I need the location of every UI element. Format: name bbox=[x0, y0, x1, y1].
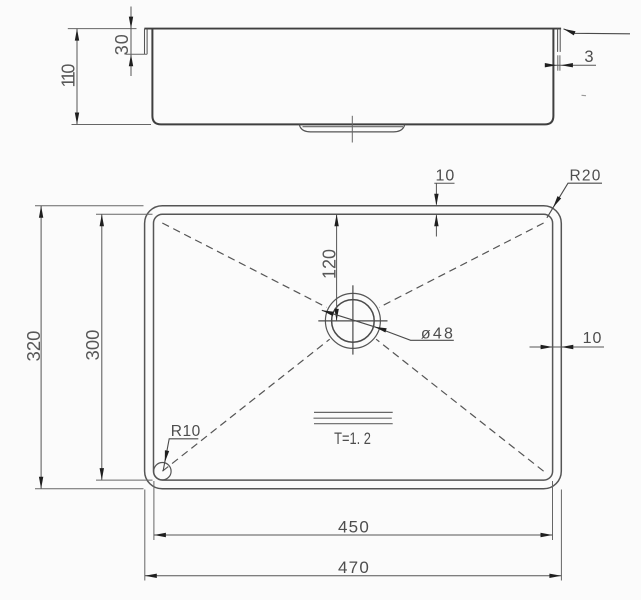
svg-text:10: 10 bbox=[436, 168, 456, 185]
svg-text:10: 10 bbox=[583, 330, 603, 347]
svg-text:120: 120 bbox=[319, 249, 339, 279]
svg-text:T=1. 2: T=1. 2 bbox=[334, 431, 371, 449]
svg-text:470: 470 bbox=[338, 558, 370, 577]
svg-text:110: 110 bbox=[58, 64, 78, 88]
svg-text:R20: R20 bbox=[570, 168, 602, 185]
svg-text:450: 450 bbox=[338, 518, 370, 537]
svg-text:ø48: ø48 bbox=[421, 326, 455, 343]
svg-text:30: 30 bbox=[112, 33, 132, 55]
svg-text:320: 320 bbox=[23, 331, 44, 362]
svg-text:300: 300 bbox=[82, 330, 103, 361]
svg-text:3: 3 bbox=[584, 48, 593, 66]
svg-text:R10: R10 bbox=[171, 423, 201, 440]
